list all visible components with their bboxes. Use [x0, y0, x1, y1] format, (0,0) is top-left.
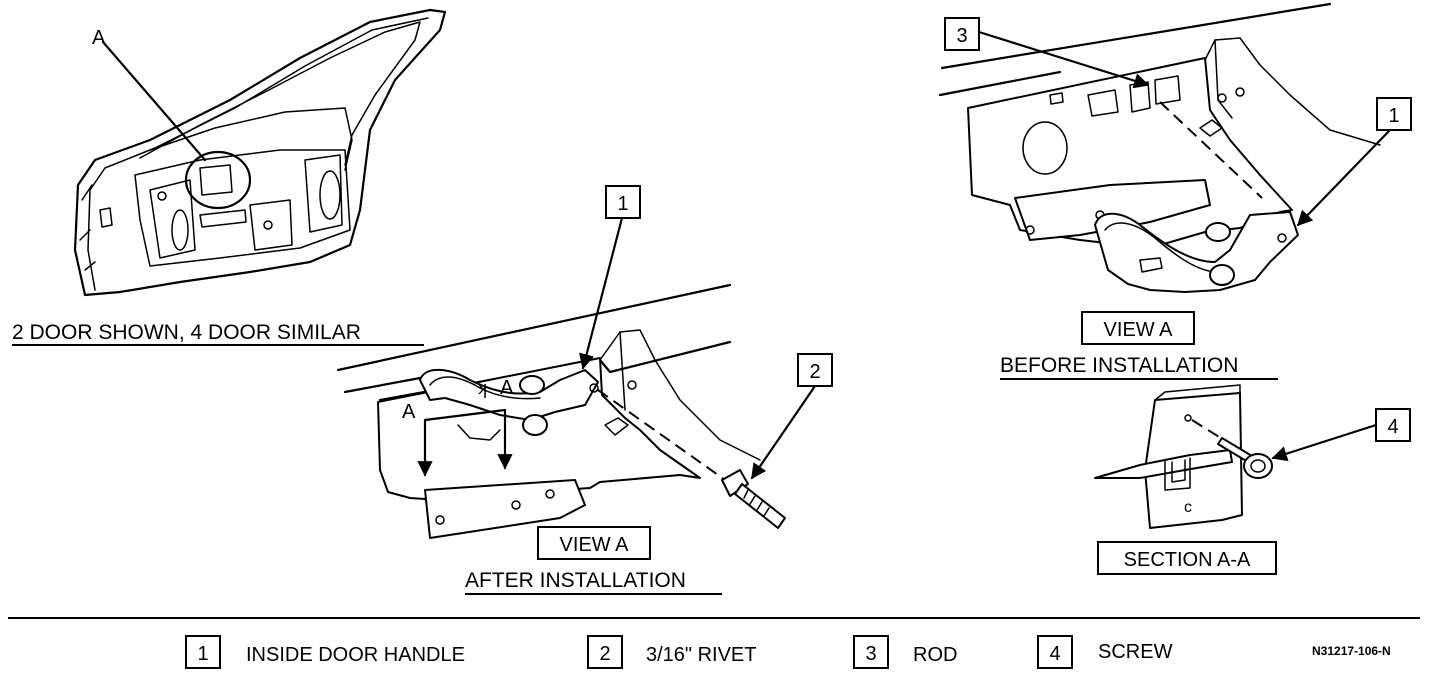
legend-number-4: 4 — [1049, 643, 1060, 665]
before-installation-view: 3 1 VIEW A BEFORE INSTALLATION — [938, 2, 1412, 380]
callout-box-1-after — [605, 185, 641, 219]
legend: 1 INSIDE DOOR HANDLE 2 3/16" RIVET 3 ROD… — [185, 635, 1391, 669]
legend-box-3 — [853, 635, 889, 669]
callout-3: 3 — [956, 25, 967, 47]
legend-box-2 — [587, 635, 623, 669]
view-a-label-before: VIEW A — [1104, 319, 1174, 341]
section-stamp: c — [1184, 499, 1192, 516]
after-installation-view: A A ʞ 1 2 VIEW A AFTER INSTALLATION — [336, 185, 833, 595]
legend-text-3: ROD — [913, 644, 957, 666]
figure-code: N31217-106-N — [1312, 644, 1391, 658]
legend-number-1: 1 — [197, 643, 208, 665]
before-installation-caption: BEFORE INSTALLATION — [1000, 354, 1238, 377]
door-view-title: 2 DOOR SHOWN, 4 DOOR SIMILAR — [12, 321, 361, 344]
section-mark-right: A — [500, 377, 514, 399]
screw-part — [1217, 437, 1273, 479]
legend-text-1: INSIDE DOOR HANDLE — [246, 644, 465, 666]
legend-box-1 — [185, 635, 221, 669]
door-illustration: A 2 DOOR SHOWN, 4 DOOR SIMILAR — [12, 8, 447, 346]
legend-number-2: 2 — [599, 643, 610, 665]
view-a-box-after — [537, 526, 651, 560]
view-a-box-before — [1081, 311, 1195, 345]
callout-box-3 — [944, 17, 980, 51]
section-aa-box — [1097, 541, 1277, 575]
door-callout-letter: A — [92, 27, 106, 49]
view-a-label-after: VIEW A — [560, 534, 630, 556]
section-aa-label: SECTION A-A — [1124, 549, 1251, 571]
callout-4: 4 — [1387, 416, 1398, 438]
section-mark-left: A — [402, 401, 416, 423]
rivet-part — [721, 469, 786, 529]
section-mark-mirrored: ʞ — [478, 378, 487, 398]
section-aa-view: c 4 SECTION A-A — [1094, 384, 1411, 575]
callout-box-1-before — [1376, 97, 1412, 131]
callout-1-before: 1 — [1388, 105, 1399, 127]
legend-text-2: 3/16" RIVET — [646, 644, 756, 666]
after-installation-caption: AFTER INSTALLATION — [465, 569, 686, 592]
legend-number-3: 3 — [865, 643, 876, 665]
callout-2: 2 — [809, 361, 820, 383]
legend-text-4: SCREW — [1098, 641, 1173, 663]
legend-box-4 — [1037, 635, 1073, 669]
callout-box-2 — [797, 353, 833, 387]
callout-1-after: 1 — [617, 193, 628, 215]
